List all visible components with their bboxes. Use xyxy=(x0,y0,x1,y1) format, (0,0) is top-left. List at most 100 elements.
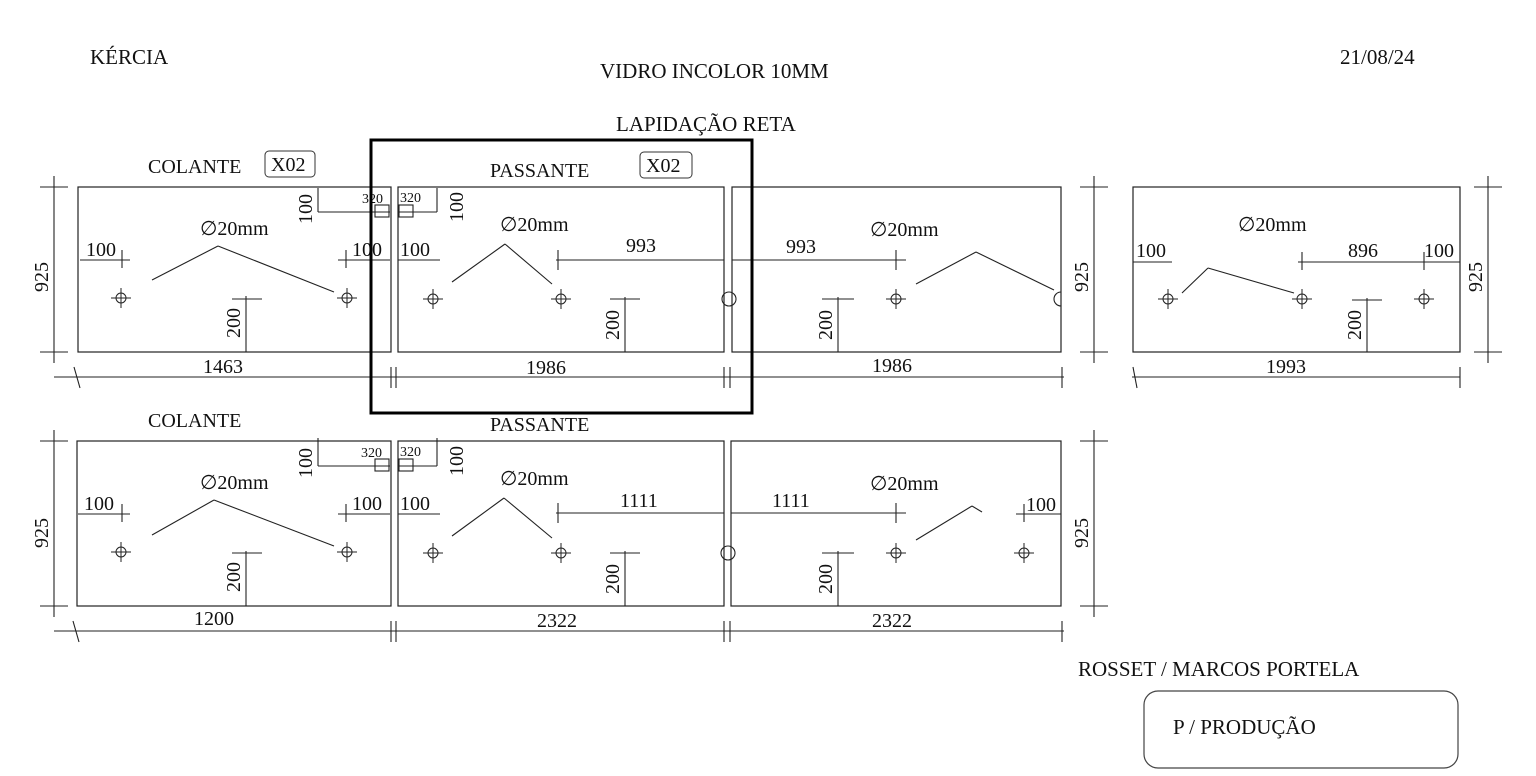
row-1: COLANTE X02 PASSANTE X02 925 925 925 xyxy=(31,150,1502,389)
hole-marker xyxy=(551,543,571,563)
production-note-box xyxy=(1143,690,1459,769)
panel-type-passante: PASSANTE xyxy=(490,160,589,182)
production-note: P / PRODUÇÃO xyxy=(1173,715,1316,739)
glass-panel-passante-left xyxy=(397,186,725,353)
qty-badge-colante: X02 xyxy=(271,154,305,176)
width-dim: 1986 xyxy=(526,357,566,379)
leader-line xyxy=(915,251,1055,291)
hinge-dimension xyxy=(232,296,262,352)
width-dim: 2322 xyxy=(537,610,577,632)
edge-offset-dim: 100 xyxy=(352,493,382,515)
qty-badge-passante: X02 xyxy=(646,155,680,177)
hole-marker xyxy=(1014,543,1034,563)
hole-marker xyxy=(1158,289,1178,309)
notch-dimension xyxy=(317,188,390,218)
hole-distance-dim: 993 xyxy=(786,236,816,258)
qty-badge-box xyxy=(639,151,693,179)
client-name: KÉRCIA xyxy=(90,45,169,69)
hole-marker xyxy=(1292,289,1312,309)
notch-height-dim: 100 xyxy=(446,446,468,476)
hole-marker xyxy=(111,288,131,308)
width-dim: 1463 xyxy=(203,356,243,378)
qty-badge-box xyxy=(264,150,316,178)
height-dim: 925 xyxy=(31,262,53,292)
hole-marker xyxy=(1414,289,1434,309)
edge-offset-dim: 100 xyxy=(400,239,430,261)
hole-diameter-label: ∅20mm xyxy=(200,218,269,240)
hole-diameter-label: ∅20mm xyxy=(500,214,569,236)
notch-height-dim: 100 xyxy=(446,192,468,222)
hole-distance-dim: 896 xyxy=(1348,240,1378,262)
notch-height-dim: 100 xyxy=(295,194,317,224)
hole-distance-dim: 1111 xyxy=(620,490,658,512)
height-dim: 925 xyxy=(1465,262,1487,292)
glass-panel-colante xyxy=(77,186,392,353)
offset-dimension xyxy=(1133,252,1460,270)
panel-type-colante: COLANTE xyxy=(148,410,241,432)
hinge-dimension xyxy=(232,551,262,606)
hinge-dim: 200 xyxy=(815,564,837,594)
edge-offset-dim: 100 xyxy=(1136,240,1166,262)
height-dimension-left xyxy=(40,176,68,363)
height-dimension-mid xyxy=(1080,176,1108,363)
glass-panel-fixed xyxy=(1132,186,1461,353)
hole-marker xyxy=(423,289,443,309)
offset-dimension xyxy=(80,250,390,268)
lock-cutout xyxy=(721,291,737,307)
lock-cutout xyxy=(720,545,736,561)
hole-marker xyxy=(423,543,443,563)
width-dimension-line xyxy=(54,366,1461,389)
width-dim: 2322 xyxy=(872,610,912,632)
designer-credit: ROSSET / MARCOS PORTELA xyxy=(1078,657,1360,681)
hole-marker xyxy=(337,288,357,308)
notch-dimension xyxy=(398,188,438,218)
hole-distance-dim: 1111 xyxy=(772,490,810,512)
notch-width-dim: 320 xyxy=(400,191,421,206)
offset-dimension xyxy=(398,250,724,270)
hole-diameter-label: ∅20mm xyxy=(870,219,939,241)
hole-diameter-label: ∅20mm xyxy=(500,468,569,490)
hole-diameter-label: ∅20mm xyxy=(870,473,939,495)
material-spec: VIDRO INCOLOR 10MM xyxy=(600,59,829,83)
width-dim: 1986 xyxy=(872,355,912,377)
edge-offset-dim: 100 xyxy=(86,239,116,261)
offset-dimension xyxy=(731,503,1061,523)
notch-width-dim: 320 xyxy=(361,446,382,461)
width-dimension-line xyxy=(54,620,1064,643)
hinge-dim: 200 xyxy=(815,310,837,340)
notch-dimension xyxy=(398,438,438,472)
leader-line xyxy=(451,497,553,539)
hole-diameter-label: ∅20mm xyxy=(1238,214,1307,236)
leader-line xyxy=(151,245,335,293)
hinge-dimension xyxy=(822,297,854,352)
glass-panel-passante-left xyxy=(397,440,725,607)
edge-offset-dim: 100 xyxy=(352,239,382,261)
row-2: COLANTE PASSANTE 925 925 1200 2322 23 xyxy=(31,410,1108,643)
height-dimension-left xyxy=(40,430,68,617)
edge-offset-dim: 100 xyxy=(400,493,430,515)
width-dim: 1200 xyxy=(194,608,234,630)
hinge-dim: 200 xyxy=(602,564,624,594)
glass-panel-passante-right xyxy=(730,440,1062,607)
hinge-dim: 200 xyxy=(223,562,245,592)
hole-marker xyxy=(337,542,357,562)
hinge-dimension xyxy=(1352,298,1382,352)
panel-type-passante: PASSANTE xyxy=(490,414,589,436)
date: 21/08/24 xyxy=(1340,45,1415,69)
width-dim: 1993 xyxy=(1266,356,1306,378)
leader-line xyxy=(151,499,335,547)
edge-finish: LAPIDAÇÃO RETA xyxy=(616,112,797,136)
hinge-dim: 200 xyxy=(1344,310,1366,340)
height-dimension-right xyxy=(1080,430,1108,617)
leader-line xyxy=(915,505,983,541)
hinge-dimension xyxy=(610,551,640,606)
highlight-frame xyxy=(369,138,754,415)
hole-marker xyxy=(551,289,571,309)
glass-panel-colante xyxy=(76,440,392,607)
hole-marker xyxy=(886,543,906,563)
notch-width-dim: 320 xyxy=(400,445,421,460)
hinge-dim: 200 xyxy=(223,308,245,338)
hinge-dimension xyxy=(822,551,854,606)
offset-dimension xyxy=(732,250,906,270)
hole-marker xyxy=(111,542,131,562)
